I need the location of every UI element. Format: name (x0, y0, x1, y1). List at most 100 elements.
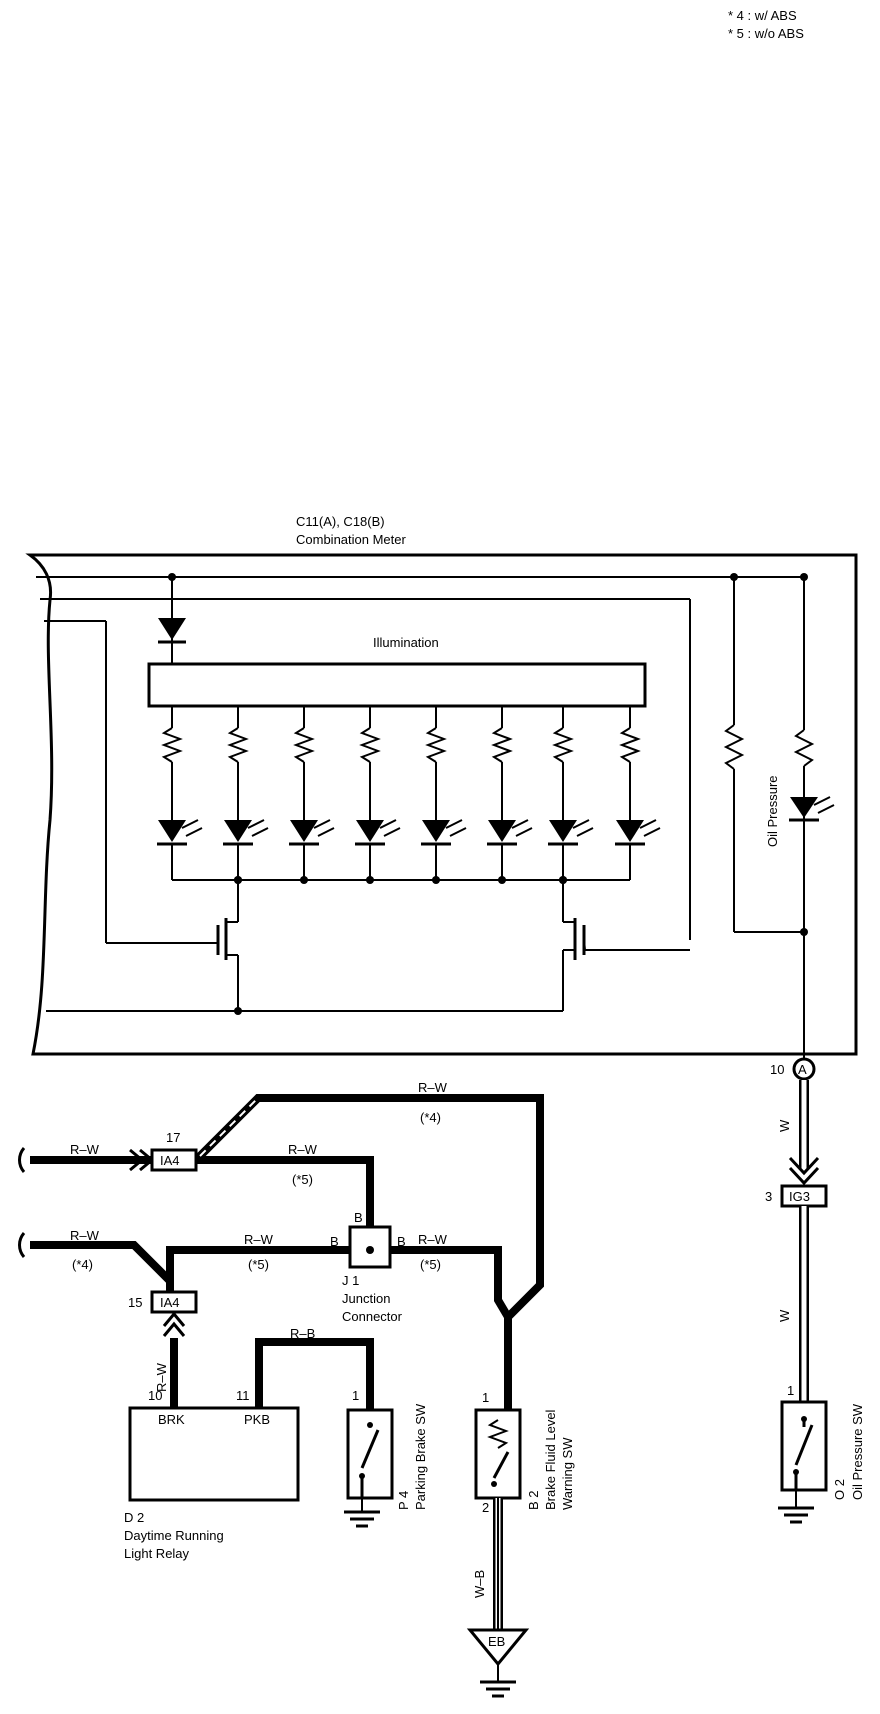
pin-17: 17 (166, 1130, 180, 1145)
junction-pin-top: B (354, 1210, 363, 1225)
float-switch-icon (487, 1419, 510, 1487)
note-abs: * 4 : w/ ABS (728, 8, 797, 23)
relay-id: D 2 (124, 1510, 144, 1525)
daytime-running-light-relay (128, 1406, 300, 1502)
ground-icon (778, 1490, 814, 1524)
resistor-icon (161, 727, 183, 763)
led-icon (487, 819, 533, 846)
wire-label-rw-top: R–W (418, 1080, 448, 1095)
connector-ia4-17 (150, 1148, 198, 1172)
wire-label-rw-vertical: R–W (154, 1362, 169, 1392)
illumination-bar (147, 662, 647, 708)
junction-id: J 1 (342, 1273, 359, 1288)
resistor-icon (425, 727, 447, 763)
ground-point-eb-label: EB (488, 1634, 505, 1649)
wire-w-lower-label: W (777, 1309, 792, 1322)
wire-label-rw-mid: R–W (244, 1232, 274, 1247)
junction-dot (800, 928, 808, 936)
wire-label-rb: R–B (290, 1326, 315, 1341)
pin-15: 15 (128, 1295, 142, 1310)
led-branch (421, 706, 467, 884)
connector-ia4-17-label: IA4 (160, 1153, 180, 1168)
brake-fluid-id: B 2 (526, 1490, 541, 1510)
led-ladder (157, 706, 661, 884)
pin-3: 3 (765, 1189, 772, 1204)
ground-icon (480, 1664, 516, 1698)
parking-switch-pin: 1 (352, 1388, 359, 1403)
relay-label-brk: BRK (158, 1412, 185, 1427)
led-icon (421, 819, 467, 846)
transistor-left (214, 880, 239, 1011)
resistor-icon (491, 727, 513, 763)
led-branch (355, 706, 401, 884)
led-branch (615, 706, 661, 880)
junction-name-2: Connector (342, 1309, 403, 1324)
brake-fluid-pin-top: 1 (482, 1390, 489, 1405)
note-no-abs: * 5 : w/o ABS (728, 26, 804, 41)
parking-switch-id: P 4 (396, 1491, 411, 1510)
wire-note-mid: (*5) (248, 1257, 269, 1272)
pin-a10: 10 (770, 1062, 784, 1077)
junction-connector-box (348, 1225, 392, 1269)
connector-a-circle (792, 1057, 816, 1081)
led-icon (157, 819, 203, 846)
illumination-diode (158, 577, 186, 664)
wire-label-rw-17-right: R–W (288, 1142, 318, 1157)
led-icon (355, 819, 401, 846)
relay-name-2: Light Relay (124, 1546, 190, 1561)
led-icon (289, 819, 335, 846)
rw-wiring (30, 1094, 544, 1410)
ground-icon (344, 1498, 380, 1528)
resistor-icon (552, 727, 574, 763)
ground-point-eb (466, 1628, 530, 1667)
junction-pin-left: B (330, 1234, 339, 1249)
oil-switch-id: O 2 (832, 1479, 847, 1500)
wire-label-rw-right: R–W (418, 1232, 448, 1247)
torn-end-icon (18, 1147, 26, 1173)
switch-icon (359, 1422, 380, 1498)
torn-end-icon (18, 1232, 26, 1258)
illumination-label: Illumination (373, 635, 439, 650)
resistor-icon (619, 727, 641, 763)
led-icon (615, 819, 661, 846)
brake-fluid-name-2: Warning SW (560, 1437, 575, 1510)
wire-label-wb: W–B (472, 1570, 487, 1598)
connector-arrow-icon (788, 1156, 820, 1186)
brake-fluid-pin-bottom: 2 (482, 1500, 489, 1515)
resistor-icon (293, 727, 315, 763)
led-branch (487, 706, 533, 884)
led-icon (223, 819, 269, 846)
resistor-icon (227, 727, 249, 763)
parking-switch-name: Parking Brake SW (413, 1403, 428, 1510)
junction-pin-right: B (397, 1234, 406, 1249)
junction-dot (559, 876, 567, 884)
connector-ia4-15-label: IA4 (160, 1295, 180, 1310)
meter-outline (25, 553, 858, 1056)
meter-internal-lines (36, 576, 734, 1012)
brake-fluid-switch (474, 1408, 522, 1500)
junction-dot (234, 1007, 242, 1015)
oil-pressure-led-icon (789, 768, 835, 822)
led-icon (548, 819, 594, 846)
wire-label-rw-15-left: R–W (70, 1228, 100, 1243)
connector-a-letter: A (798, 1062, 807, 1077)
wire-w-upper-label: W (777, 1119, 792, 1132)
relay-pin-brk: 10 (148, 1388, 162, 1403)
connector-arrow-icon (162, 1311, 186, 1337)
transistor-right (562, 880, 586, 960)
led-branch (223, 706, 269, 884)
oil-pressure-label: Oil Pressure (765, 775, 780, 847)
meter-title: Combination Meter (296, 532, 406, 547)
led-branch (289, 706, 335, 884)
oil-switch-pin: 1 (787, 1383, 794, 1398)
relay-name: Daytime Running (124, 1528, 224, 1543)
wire-note-17: (*5) (292, 1172, 313, 1187)
wire-label-rw-17-left: R–W (70, 1142, 100, 1157)
led-branch (548, 706, 594, 884)
switch-icon (793, 1416, 814, 1490)
junction-name: Junction (342, 1291, 390, 1306)
junction-dot (234, 876, 242, 884)
wire-note-top: (*4) (420, 1110, 441, 1125)
relay-pin-pkb: 11 (236, 1388, 250, 1403)
